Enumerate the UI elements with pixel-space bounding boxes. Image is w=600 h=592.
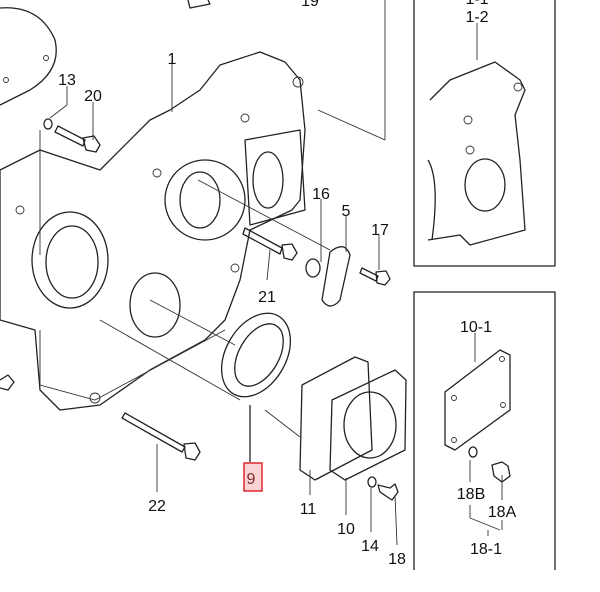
label-10-1[interactable]: 10-1 <box>460 319 492 336</box>
bolt-18A[interactable] <box>491 461 511 483</box>
bolt-20[interactable] <box>54 125 101 153</box>
label-10[interactable]: 10 <box>337 521 355 538</box>
bolt-hole <box>43 55 49 61</box>
o-ring-16[interactable] <box>305 258 321 278</box>
label-18A[interactable]: 18A <box>488 504 517 521</box>
label-16[interactable]: 16 <box>312 186 330 203</box>
bolt-hole <box>3 77 9 83</box>
bolt-fragment <box>0 374 15 391</box>
oil-seal-part-9[interactable] <box>208 301 305 409</box>
label-9[interactable]: 9 <box>247 471 256 488</box>
label-14[interactable]: 14 <box>361 538 379 555</box>
label-1-2[interactable]: 1-2 <box>465 9 488 26</box>
washer-14[interactable] <box>367 476 377 488</box>
inset-box-1-2 <box>413 0 556 267</box>
bolt-18[interactable] <box>377 483 399 501</box>
cover-5[interactable] <box>321 246 351 307</box>
label-11[interactable]: 11 <box>300 501 317 518</box>
label-22[interactable]: 22 <box>148 498 166 515</box>
selected-part-highlight[interactable] <box>243 462 263 492</box>
bolt-17[interactable] <box>359 267 391 286</box>
part-19-fragment <box>187 0 211 9</box>
label-5[interactable]: 5 <box>342 203 351 220</box>
label-19[interactable]: 19 <box>301 0 319 10</box>
gear-case-part-1[interactable] <box>0 51 306 411</box>
cover-part-10-1[interactable] <box>444 349 511 451</box>
label-18-1[interactable]: 18-1 <box>470 541 502 558</box>
label-1-1[interactable]: 1-1 <box>465 0 488 8</box>
bolt-22[interactable] <box>121 412 201 461</box>
label-18B[interactable]: 18B <box>457 486 485 503</box>
gasket-11[interactable] <box>299 356 373 481</box>
label-17[interactable]: 17 <box>371 222 389 239</box>
label-21[interactable]: 21 <box>258 289 276 306</box>
gear-case-part-1-2[interactable] <box>427 61 526 246</box>
leader-lines <box>39 0 503 546</box>
washer-18B[interactable] <box>468 446 478 458</box>
label-13[interactable]: 13 <box>58 72 76 89</box>
label-20[interactable]: 20 <box>84 88 102 105</box>
washer-13[interactable] <box>43 118 53 130</box>
inset-box-10-1 <box>413 291 556 570</box>
label-18[interactable]: 18 <box>388 551 406 568</box>
label-1[interactable]: 1 <box>168 51 177 68</box>
bolt-21[interactable] <box>242 227 298 261</box>
gasket-fragment <box>0 7 57 106</box>
cover-10[interactable] <box>329 369 407 481</box>
